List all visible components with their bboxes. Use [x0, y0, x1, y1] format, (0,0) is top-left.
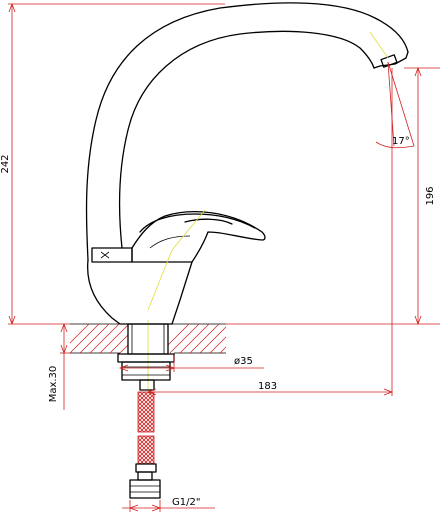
collar-band — [91, 247, 133, 263]
spout-tip-outline — [373, 51, 409, 69]
mounting-nut — [121, 361, 171, 381]
dim-spout-reach: 183 — [258, 381, 277, 392]
countertop — [70, 323, 226, 354]
flex-hose — [129, 391, 161, 499]
hose-lower-segment — [137, 435, 155, 465]
dim-max-thickness: Max.30 — [48, 366, 59, 403]
stud-bolt — [139, 379, 155, 391]
spout-outer-outline — [85, 2, 409, 261]
dim-total-height: 242 — [0, 154, 11, 173]
mounting-shank — [117, 323, 175, 391]
dim-spout-height: 196 — [425, 186, 436, 205]
hose-crimp — [135, 463, 157, 473]
collar-marker-icon — [100, 251, 110, 259]
lever-handle-outline — [131, 211, 266, 263]
lever-side-outline — [149, 235, 191, 249]
lever-top-outline — [139, 213, 256, 233]
mounting-washer — [117, 353, 175, 363]
dimension-lines — [8, 2, 440, 512]
lever-slot-outline — [184, 218, 233, 225]
hose-connector-nut — [129, 479, 161, 499]
faucet-body — [85, 2, 409, 325]
hose-upper-segment — [137, 391, 155, 433]
dim-spout-angle: 17° — [392, 136, 410, 147]
dim-base-diameter: ø35 — [234, 356, 253, 367]
dim-thread: G1/2" — [172, 497, 200, 508]
spout-inner-outline — [118, 30, 375, 249]
base-collar-outline — [86, 259, 193, 325]
